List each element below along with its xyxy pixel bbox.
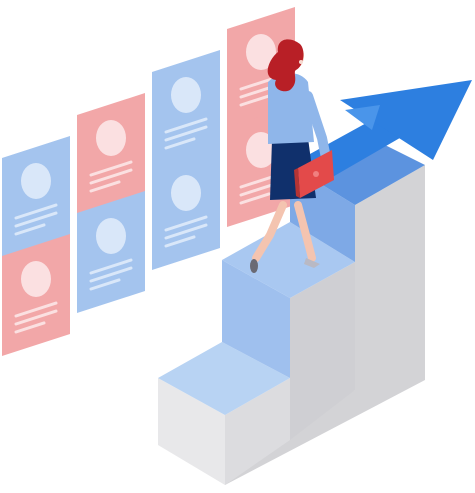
profile-card xyxy=(152,148,220,270)
text-line xyxy=(164,117,208,134)
text-line xyxy=(14,223,46,236)
text-line xyxy=(14,309,58,326)
text-line xyxy=(14,321,46,334)
text-line xyxy=(14,211,58,228)
text-line xyxy=(164,223,208,240)
text-line xyxy=(164,137,196,150)
step-2-side xyxy=(290,262,355,440)
hair xyxy=(267,39,304,92)
text-line xyxy=(89,160,133,177)
avatar-icon xyxy=(21,261,51,297)
stair-base-front xyxy=(158,378,225,485)
front-shoe xyxy=(304,258,320,268)
profile-card xyxy=(77,191,145,313)
text-line xyxy=(164,235,196,248)
profile-card xyxy=(152,50,220,172)
profile-card xyxy=(2,234,70,356)
text-line xyxy=(239,192,271,205)
text-line xyxy=(14,203,58,220)
earring xyxy=(299,60,303,64)
arm xyxy=(303,91,331,163)
text-line xyxy=(89,180,121,193)
avatar-icon xyxy=(21,163,51,199)
avatar-icon xyxy=(96,218,126,254)
text-line xyxy=(164,125,208,142)
step-2-riser xyxy=(222,260,290,378)
laptop-edge xyxy=(294,168,300,198)
avatar-icon xyxy=(246,34,276,70)
text-line xyxy=(164,215,208,232)
profile-card xyxy=(2,136,70,258)
back-shoe xyxy=(250,259,258,273)
text-line xyxy=(89,278,121,291)
avatar-icon xyxy=(171,175,201,211)
front-leg xyxy=(294,201,316,262)
blouse xyxy=(268,73,314,144)
laptop-logo-icon xyxy=(313,171,319,177)
step-2-top xyxy=(222,222,355,298)
arrow-shade xyxy=(345,105,380,130)
text-line xyxy=(89,168,133,185)
laptop-briefcase xyxy=(294,150,334,198)
avatar-icon xyxy=(171,77,201,113)
text-line xyxy=(89,258,133,275)
text-line xyxy=(239,94,271,107)
text-line xyxy=(14,301,58,318)
stair-base-side xyxy=(225,378,290,485)
arrow-head xyxy=(340,80,472,160)
avatar-icon xyxy=(96,120,126,156)
back-leg xyxy=(252,201,287,262)
stair-side-wall xyxy=(225,165,425,485)
profile-card xyxy=(77,93,145,215)
step-1-top xyxy=(158,342,290,415)
woman xyxy=(250,39,334,273)
text-line xyxy=(89,266,133,283)
